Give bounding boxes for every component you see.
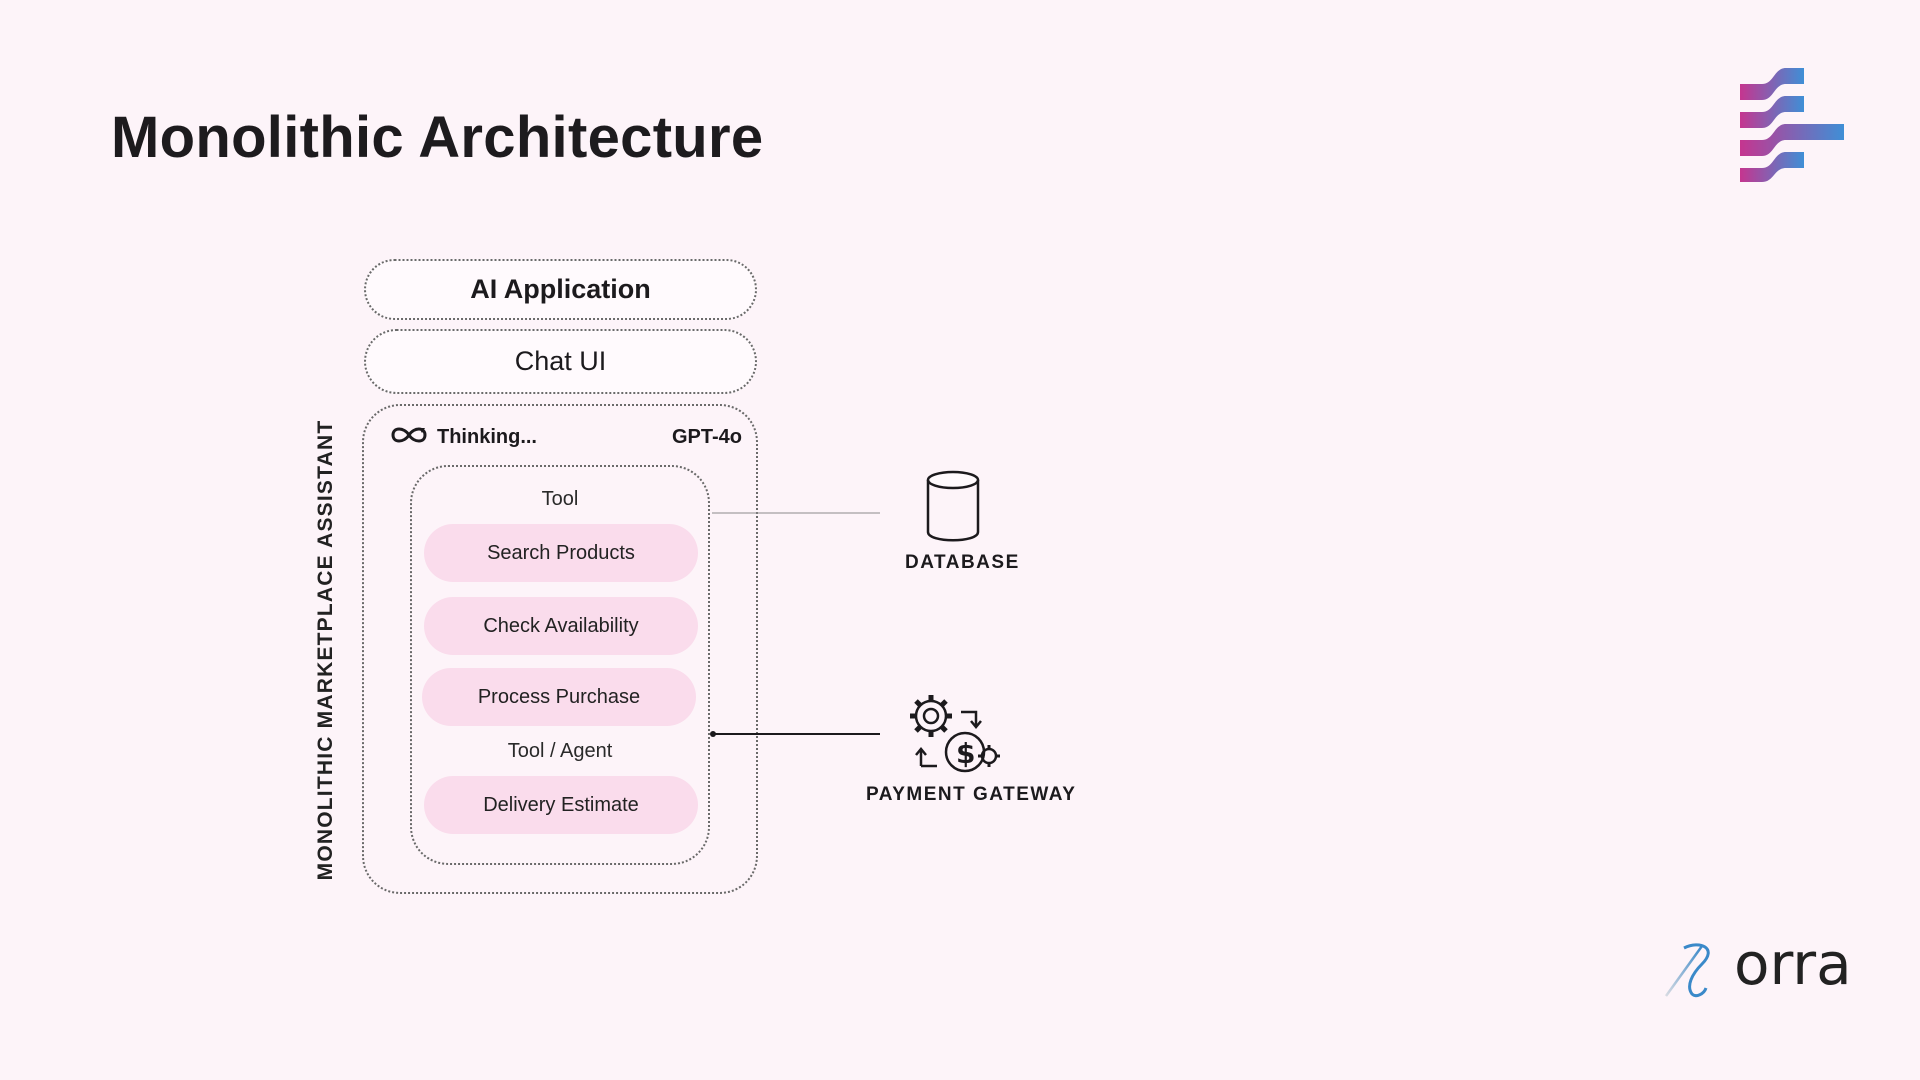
model-label: GPT-4o	[672, 426, 743, 448]
thinking-label: Thinking...	[437, 426, 537, 448]
payment-gateway-label: PAYMENT GATEWAY	[866, 784, 1077, 805]
thinking-indicator: Thinking...	[389, 424, 537, 451]
database-icon	[925, 470, 981, 549]
infinity-loop-icon	[389, 424, 429, 451]
assistant-container	[362, 404, 758, 894]
tools-container	[410, 465, 710, 865]
ai-application-box: AI Application	[364, 259, 757, 320]
brand-logo-icon	[1740, 62, 1852, 186]
delivery-estimate-tool: Delivery Estimate	[424, 776, 698, 834]
process-purchase-tool: Process Purchase	[422, 668, 696, 726]
agent-section-label: Tool / Agent	[507, 740, 613, 762]
payment-connector-dot	[710, 731, 716, 737]
orra-logo: orra	[1662, 930, 1852, 1004]
chat-ui-box: Chat UI	[364, 329, 757, 394]
search-products-tool: Search Products	[424, 524, 698, 582]
orra-logo-icon	[1664, 943, 1710, 998]
svg-text:$: $	[956, 737, 975, 770]
orra-logo-text: orra	[1734, 930, 1852, 998]
tool-section-label: Tool	[541, 488, 579, 510]
payment-gateway-icon: $	[903, 690, 1003, 781]
database-label: DATABASE	[905, 552, 1020, 573]
slide-title: Monolithic Architecture	[111, 105, 764, 170]
check-availability-tool: Check Availability	[424, 597, 698, 655]
